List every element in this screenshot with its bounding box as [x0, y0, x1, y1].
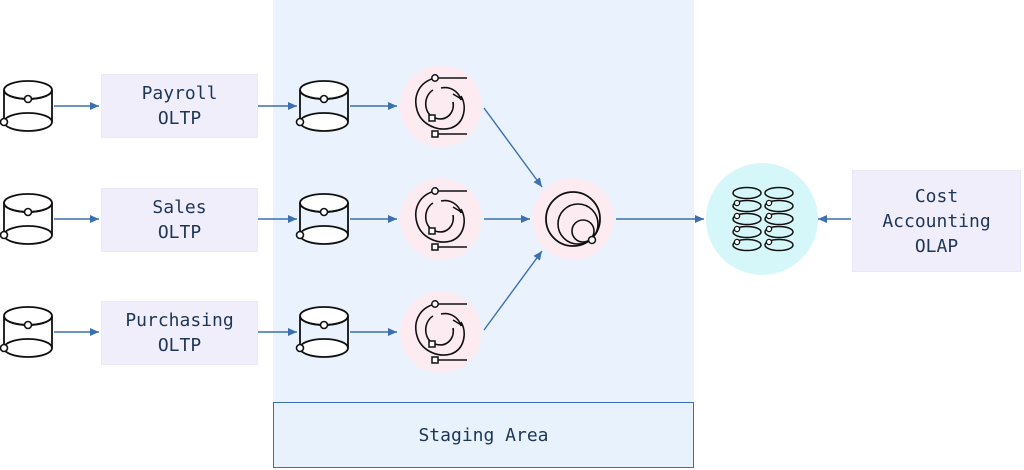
sales-oltp-label-line2: OLTP: [157, 222, 202, 243]
cost-accounting-olap-box: Cost Accounting OLAP: [852, 170, 1021, 272]
transform-icon-payroll: [399, 64, 483, 148]
olap-label-line1: Cost: [914, 185, 959, 207]
source-database-icon-sales: [0, 193, 53, 245]
transform-icon-purchasing: [399, 290, 483, 374]
sales-oltp-box: Sales OLTP: [101, 188, 258, 252]
olap-label-line3: OLAP: [914, 235, 959, 257]
purchasing-oltp-label-line1: Purchasing: [125, 310, 234, 331]
arrow-payroll-transform-to-merge: [483, 107, 543, 188]
arrow-purchasing-transform-to-merge: [483, 250, 543, 331]
payroll-oltp-box: Payroll OLTP: [101, 74, 258, 138]
payroll-oltp-label-line1: Payroll: [141, 83, 218, 104]
source-database-icon-purchasing: [0, 306, 53, 358]
data-cube-icon: [706, 163, 818, 275]
staging-area-label: Staging Area: [273, 402, 694, 468]
sales-oltp-label-line1: Sales: [152, 197, 207, 218]
transform-icon-sales: [399, 177, 483, 261]
purchasing-oltp-box: Purchasing OLTP: [101, 301, 258, 365]
merge-icon: [532, 178, 614, 260]
purchasing-oltp-label-line2: OLTP: [157, 335, 202, 356]
olap-label-line2: Accounting: [882, 210, 991, 232]
payroll-oltp-label-line2: OLTP: [157, 108, 202, 129]
staging-area-text: Staging Area: [418, 424, 549, 446]
source-database-icon-payroll: [0, 80, 53, 132]
